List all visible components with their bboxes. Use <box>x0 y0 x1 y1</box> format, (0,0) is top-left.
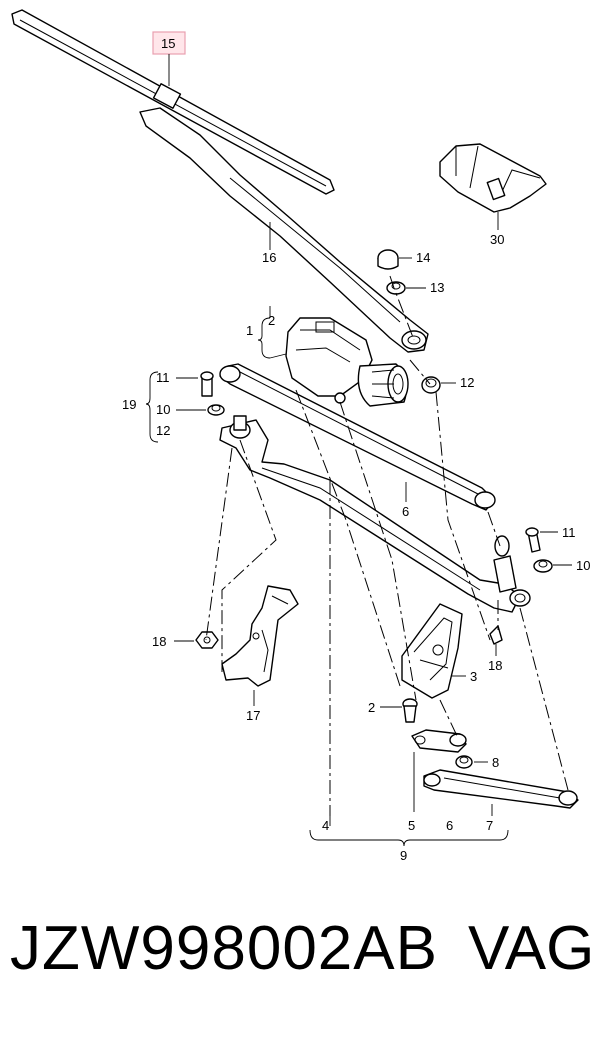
svg-text:15: 15 <box>161 36 175 51</box>
part-number: JZW998002AB <box>10 914 438 983</box>
svg-text:19: 19 <box>122 397 136 412</box>
svg-text:7: 7 <box>486 818 493 833</box>
callout-3[interactable]: 3 <box>452 669 477 684</box>
crank <box>411 729 467 753</box>
svg-text:6: 6 <box>446 818 453 833</box>
left-fastener-set <box>200 371 225 416</box>
nut <box>386 281 406 295</box>
control-unit <box>439 143 547 213</box>
svg-text:14: 14 <box>416 250 430 265</box>
callout-18-left[interactable]: 18 <box>152 634 194 649</box>
clip <box>489 625 503 645</box>
crank-nut <box>455 755 473 769</box>
callout-16[interactable]: 16 <box>262 222 276 265</box>
callout-6-upper[interactable]: 6 <box>402 482 409 519</box>
svg-text:2: 2 <box>268 313 275 328</box>
svg-text:8: 8 <box>492 755 499 770</box>
crank-rod <box>219 363 496 511</box>
wiper-arm <box>139 107 429 353</box>
svg-text:2: 2 <box>368 700 375 715</box>
right-fastener-set <box>525 527 553 573</box>
callout-9-bracket[interactable]: 4 5 6 7 9 <box>309 752 509 863</box>
svg-text:12: 12 <box>156 423 170 438</box>
svg-text:12: 12 <box>460 375 474 390</box>
bolt <box>402 698 418 723</box>
svg-text:10: 10 <box>576 558 590 573</box>
callout-18-right[interactable]: 18 <box>488 644 502 673</box>
svg-text:18: 18 <box>152 634 166 649</box>
callout-8[interactable]: 8 <box>474 755 499 770</box>
callout-10-right[interactable]: 10 <box>553 558 590 573</box>
push-rod <box>423 769 579 809</box>
cap <box>377 249 399 270</box>
callout-17[interactable]: 17 <box>246 690 260 723</box>
linkage-frame <box>219 415 531 613</box>
brand-label: VAG <box>468 914 595 983</box>
assembly-lines <box>205 275 569 816</box>
motor-mount-bracket <box>401 603 463 699</box>
callout-13[interactable]: 13 <box>406 280 444 295</box>
svg-text:13: 13 <box>430 280 444 295</box>
svg-text:18: 18 <box>488 658 502 673</box>
callout-30[interactable]: 30 <box>490 212 504 247</box>
svg-text:3: 3 <box>470 669 477 684</box>
svg-text:9: 9 <box>400 848 407 863</box>
callout-11-right[interactable]: 11 <box>540 525 576 540</box>
footer: JZW998002AB VAG <box>0 918 600 998</box>
callout-14[interactable]: 14 <box>399 250 430 265</box>
svg-text:11: 11 <box>156 370 170 385</box>
wiper-motor <box>285 317 409 407</box>
svg-text:11: 11 <box>562 525 576 540</box>
svg-text:1: 1 <box>246 323 253 338</box>
svg-text:10: 10 <box>156 402 170 417</box>
callout-2-lower[interactable]: 2 <box>368 700 402 715</box>
mounting-bracket <box>221 585 299 687</box>
callout-15[interactable]: 15 <box>152 31 186 86</box>
wiper-linkage-exploded-diagram: 15 16 14 13 12 <box>11 9 590 863</box>
bracket-nut <box>195 631 219 649</box>
svg-text:5: 5 <box>408 818 415 833</box>
svg-text:4: 4 <box>322 818 329 833</box>
callout-1-2-bracket[interactable]: 1 2 <box>246 306 287 359</box>
callout-12-upper[interactable]: 12 <box>441 375 474 390</box>
svg-text:17: 17 <box>246 708 260 723</box>
svg-text:6: 6 <box>402 504 409 519</box>
callout-19-bracket[interactable]: 19 11 10 12 <box>122 370 206 443</box>
rubber-bush <box>421 376 441 394</box>
wiper-blade <box>11 9 335 195</box>
svg-text:16: 16 <box>262 250 276 265</box>
svg-text:30: 30 <box>490 232 504 247</box>
